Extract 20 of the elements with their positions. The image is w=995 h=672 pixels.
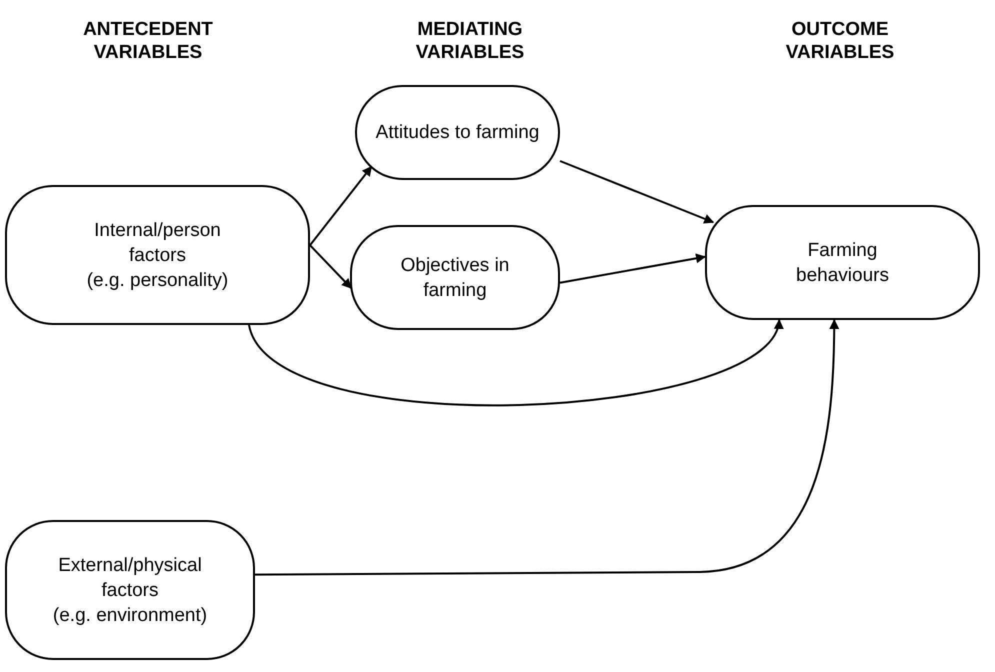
rounded-box [705,205,980,320]
box-text: (e.g. environment) [52,604,208,628]
column-heading: OUTCOME VARIABLES [784,18,896,64]
arrow [255,319,840,576]
column-heading: MEDIATING VARIABLES [414,18,526,64]
box-text: Attitudes to farming [376,121,540,145]
box-text: (e.g. personality) [86,268,228,292]
box-text: Farming behaviours [795,238,890,288]
rounded-box [5,185,310,325]
arrow [309,166,372,246]
rounded-box [350,225,560,330]
arrow [309,244,352,289]
box-text: Internal/person factors [93,218,222,268]
box-text: External/physical factors [57,554,203,602]
rounded-box [5,520,255,660]
box-text: Objectives in farming [400,254,510,302]
arrow [560,160,714,224]
rounded-box [355,85,560,180]
column-heading: ANTECEDENT VARIABLES [82,18,214,64]
arrow [560,253,706,284]
